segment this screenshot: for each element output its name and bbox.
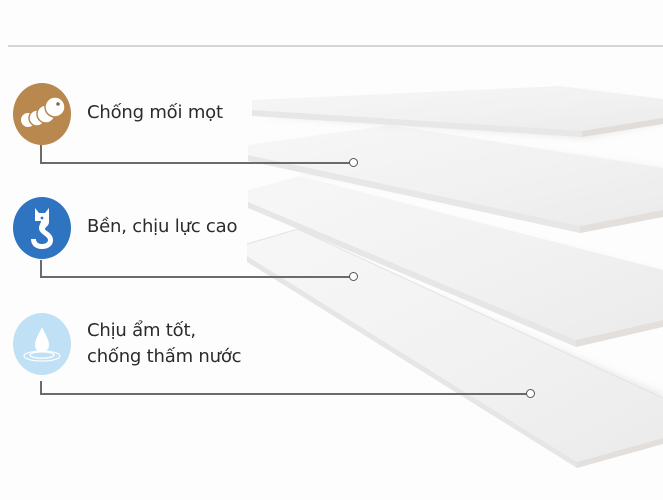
connector-line <box>40 276 350 278</box>
water-drop-icon <box>13 313 71 375</box>
connector-dot <box>526 389 535 398</box>
connector-dot <box>349 158 358 167</box>
feature-label-moisture-line1: Chịu ẩm tốt, <box>87 320 196 341</box>
feature-label-termite: Chống mối mọt <box>87 102 223 123</box>
feature-label-strength: Bền, chịu lực cao <box>87 216 238 237</box>
connector-dot <box>349 272 358 281</box>
crane-hook-icon <box>13 197 71 259</box>
board-1 <box>252 86 663 138</box>
feature-label-moisture-line2: chống thấm nước <box>87 346 242 367</box>
board-2 <box>248 125 663 233</box>
connector-line <box>40 162 350 164</box>
connector-line <box>40 145 42 164</box>
board-4 <box>246 228 663 468</box>
board-3 <box>248 176 663 347</box>
top-divider <box>8 45 663 47</box>
termite-larva-icon <box>13 83 71 145</box>
connector-line <box>40 381 42 395</box>
connector-line <box>40 260 42 278</box>
connector-line <box>40 393 527 395</box>
